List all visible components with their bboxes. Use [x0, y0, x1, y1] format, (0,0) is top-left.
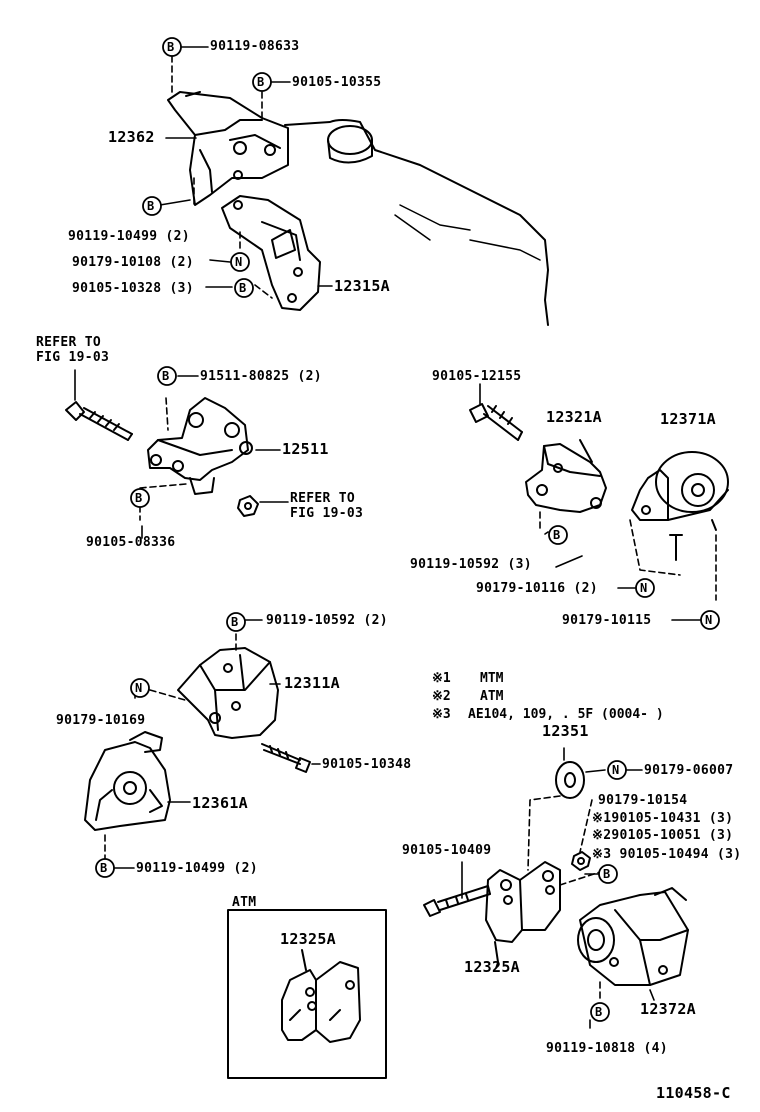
part-12372A	[577, 887, 689, 1001]
label-12511: 12511	[282, 440, 329, 458]
atm-box-label: ATM	[232, 895, 257, 910]
solid-leaders	[113, 46, 703, 1029]
bolt-90105-10348	[261, 743, 311, 773]
nut-marker: N	[612, 763, 620, 777]
label-91511-80825-2: 91511-80825 (2)	[200, 369, 322, 384]
legend-row-1: ※1 MTM	[432, 672, 503, 685]
label-90105-12155: 90105-12155	[432, 369, 522, 384]
label-90119-08633: 90119-08633	[210, 39, 300, 54]
label-90179-10115: 90179-10115	[562, 613, 652, 628]
label-12362: 12362	[108, 128, 155, 146]
sheet-number: 110458-C	[656, 1084, 731, 1102]
label-90179-10108-2: 90179-10108 (2)	[72, 255, 194, 270]
nut-refer-mid	[237, 495, 259, 517]
part-12325A-lower	[485, 861, 601, 963]
part-12315A	[221, 195, 321, 311]
legend-value: ATM	[480, 689, 504, 704]
label-90105-10355: 90105-10355	[292, 75, 382, 90]
label-90105-10328-3: 90105-10328 (3)	[72, 281, 194, 296]
label-12315A: 12315A	[334, 277, 390, 295]
label-90119-10818-4: 90119-10818 (4)	[546, 1041, 668, 1056]
nut-90179-10154	[571, 799, 593, 871]
part-12321A	[525, 439, 607, 531]
legend-key: ※2	[432, 689, 451, 704]
engine-block-outline	[284, 119, 549, 326]
bolt-marker: B	[553, 528, 561, 542]
bolt-90105-10409	[423, 861, 491, 917]
legend-value: AE104, 109, . 5F (0004- )	[468, 707, 664, 722]
label-12372A: 12372A	[640, 1000, 696, 1018]
legend-key: ※1	[432, 671, 451, 686]
part-12325A-atm	[281, 949, 361, 1043]
refer-top-line1: REFER TO	[36, 335, 102, 350]
label-12361A: 12361A	[192, 794, 248, 812]
label-s1-90105-10431: ※190105-10431 (3)	[592, 811, 734, 826]
label-90179-06007: 90179-06007	[644, 763, 734, 778]
bolt-marker: B	[595, 1005, 603, 1019]
label-12311A: 12311A	[284, 674, 340, 692]
label-90179-10169: 90179-10169	[56, 713, 146, 728]
label-90119-10499-2-top: 90119-10499 (2)	[68, 229, 190, 244]
label-12325A-atm: 12325A	[280, 930, 336, 948]
label-90119-10499-2-bottom: 90119-10499 (2)	[136, 861, 258, 876]
bolt-marker: B	[147, 199, 155, 213]
bolt-marker: B	[100, 861, 108, 875]
label-90119-10592-2: 90119-10592 (2)	[266, 613, 388, 628]
bolt-marker: B	[239, 281, 247, 295]
bolt-marker: B	[231, 615, 239, 629]
label-90105-08336: 90105-08336	[86, 535, 176, 550]
label-12325A: 12325A	[464, 958, 520, 976]
part-12511	[139, 397, 253, 521]
label-s2-90105-10051: ※290105-10051 (3)	[592, 828, 734, 843]
nut-marker: N	[640, 581, 648, 595]
legend-value: MTM	[480, 671, 504, 686]
label-12351: 12351	[542, 722, 589, 740]
part-12351	[527, 747, 606, 871]
label-12371A: 12371A	[660, 410, 716, 428]
refer-mid-line2: FIG 19-03	[290, 506, 364, 521]
bolt-marker: B	[135, 491, 143, 505]
part-12361A	[84, 731, 171, 861]
legend-row-3: ※3 AE104, 109, . 5F (0004- )	[432, 708, 664, 721]
label-12321A: 12321A	[546, 408, 602, 426]
label-90119-10592-3: 90119-10592 (3)	[410, 557, 532, 572]
bolt-marker: B	[162, 369, 170, 383]
bolt-marker: B	[257, 75, 265, 89]
bolt-90105-12155	[469, 383, 523, 441]
legend-row-2: ※2 ATM	[432, 690, 503, 703]
label-s3-90105-10494: ※3 90105-10494 (3)	[592, 847, 742, 862]
label-90179-10116-2: 90179-10116 (2)	[476, 581, 598, 596]
part-12311A	[149, 633, 279, 739]
nut-marker: N	[705, 613, 713, 627]
nut-marker: N	[135, 681, 143, 695]
label-90105-10409: 90105-10409	[402, 843, 492, 858]
label-90179-10154: 90179-10154	[598, 793, 688, 808]
part-12371A	[629, 451, 729, 601]
dashed-leaders-top	[171, 55, 273, 299]
label-90105-10348: 90105-10348	[322, 757, 412, 772]
bolt-marker: B	[603, 867, 611, 881]
bolt-refer-top	[65, 401, 133, 441]
bolt-marker: B	[167, 40, 175, 54]
marker-circles	[95, 37, 720, 1022]
nut-marker: N	[235, 255, 243, 269]
part-12362	[167, 91, 289, 206]
refer-mid-line1: REFER TO	[290, 491, 356, 506]
legend-key: ※3	[432, 707, 451, 722]
refer-top-line2: FIG 19-03	[36, 350, 110, 365]
